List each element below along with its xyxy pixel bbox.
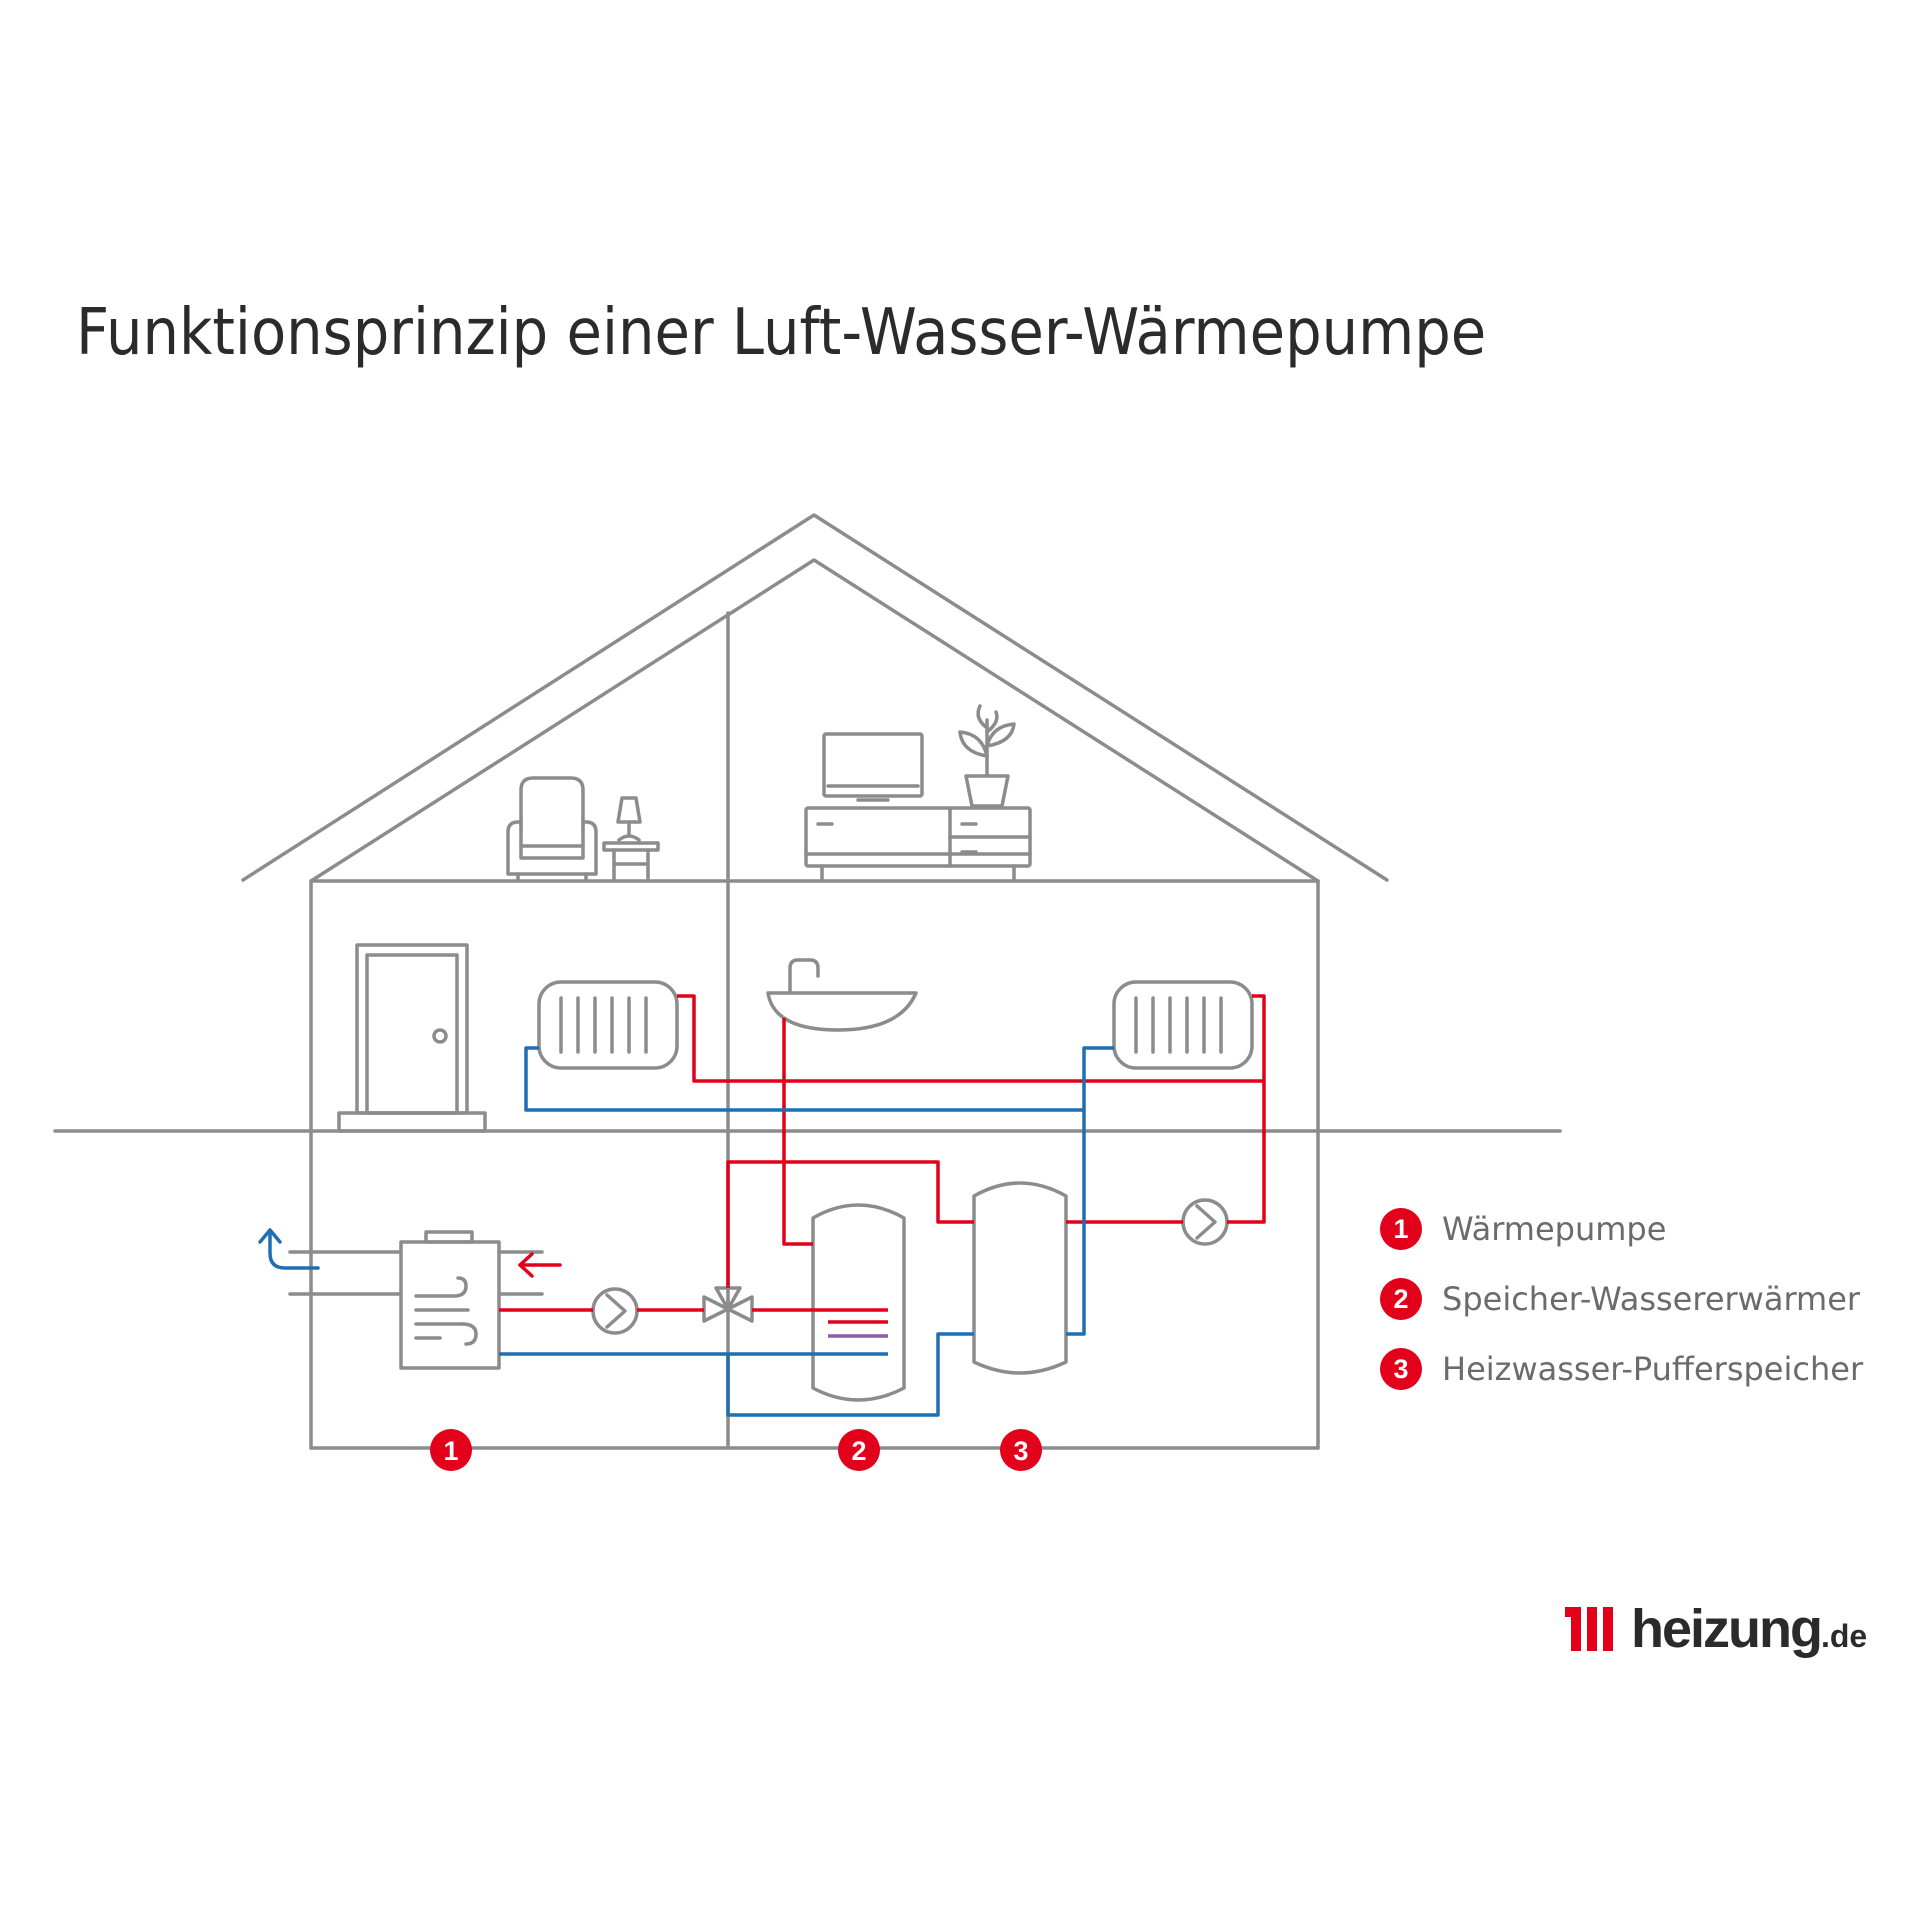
marker-1: 1: [430, 1429, 472, 1471]
hot-pipe-floor: [677, 994, 1264, 1083]
marker-label: 3: [1013, 1436, 1028, 1466]
legend-item: 1 Wärmepumpe: [1380, 1204, 1666, 1254]
radiator-icon: [537, 980, 679, 1070]
lamp-icon: [602, 796, 660, 882]
circulation-pump-icon: [1181, 1198, 1229, 1246]
marker-3: 3: [1000, 1429, 1042, 1471]
marker-label: 1: [443, 1436, 458, 1466]
hot-pipe-riser: [1227, 994, 1266, 1224]
legend-label: Speicher-Wassererwärmer: [1442, 1280, 1861, 1318]
tank-icon: [811, 1203, 906, 1402]
plant-icon: [958, 704, 1016, 808]
circulation-pump-icon: [591, 1287, 639, 1335]
legend-item: 3 Heizwasser-Pufferspeicher: [1380, 1344, 1863, 1394]
roof-outer: [241, 513, 1389, 882]
legend-label: Heizwasser-Pufferspeicher: [1442, 1350, 1864, 1388]
cold-pipe-bottom: [726, 1332, 974, 1417]
logo-bars-icon: [1565, 1607, 1621, 1651]
hot-water-sink: [782, 1018, 813, 1246]
logo-suffix: .de: [1820, 1618, 1868, 1654]
radiator-icon: [1112, 980, 1254, 1070]
door-icon: [337, 943, 487, 1133]
air-arrow-icon: [518, 1252, 562, 1278]
legend-badge: 3: [1380, 1348, 1422, 1390]
marker-2: 2: [838, 1429, 880, 1471]
logo-text: heizung: [1631, 1599, 1823, 1659]
marker-label: 2: [851, 1436, 866, 1466]
page-title: Funktionsprinzip einer Luft-Wasser-Wärme…: [76, 296, 1487, 370]
armchair-icon: [506, 776, 598, 882]
legend-badge: 1: [1380, 1208, 1422, 1250]
roof-inner: [309, 558, 1320, 883]
cold-pipe-floor: [524, 1046, 1084, 1112]
air-arrow-icon: [258, 1228, 320, 1270]
cold-pipe-riser: [1066, 1046, 1114, 1336]
hot-pipe-valve-up: [726, 1160, 974, 1288]
brand-logo: heizung .de: [1565, 1598, 1867, 1660]
heat-pump-icon: [399, 1230, 501, 1370]
legend-item: 2 Speicher-Wassererwärmer: [1380, 1274, 1860, 1324]
sink-icon: [766, 958, 918, 1032]
sideboard-icon: [804, 806, 1032, 882]
legend-badge: 2: [1380, 1278, 1422, 1320]
tv-icon: [822, 732, 924, 802]
legend-label: Wärmepumpe: [1442, 1210, 1667, 1248]
tank-icon: [972, 1181, 1068, 1375]
